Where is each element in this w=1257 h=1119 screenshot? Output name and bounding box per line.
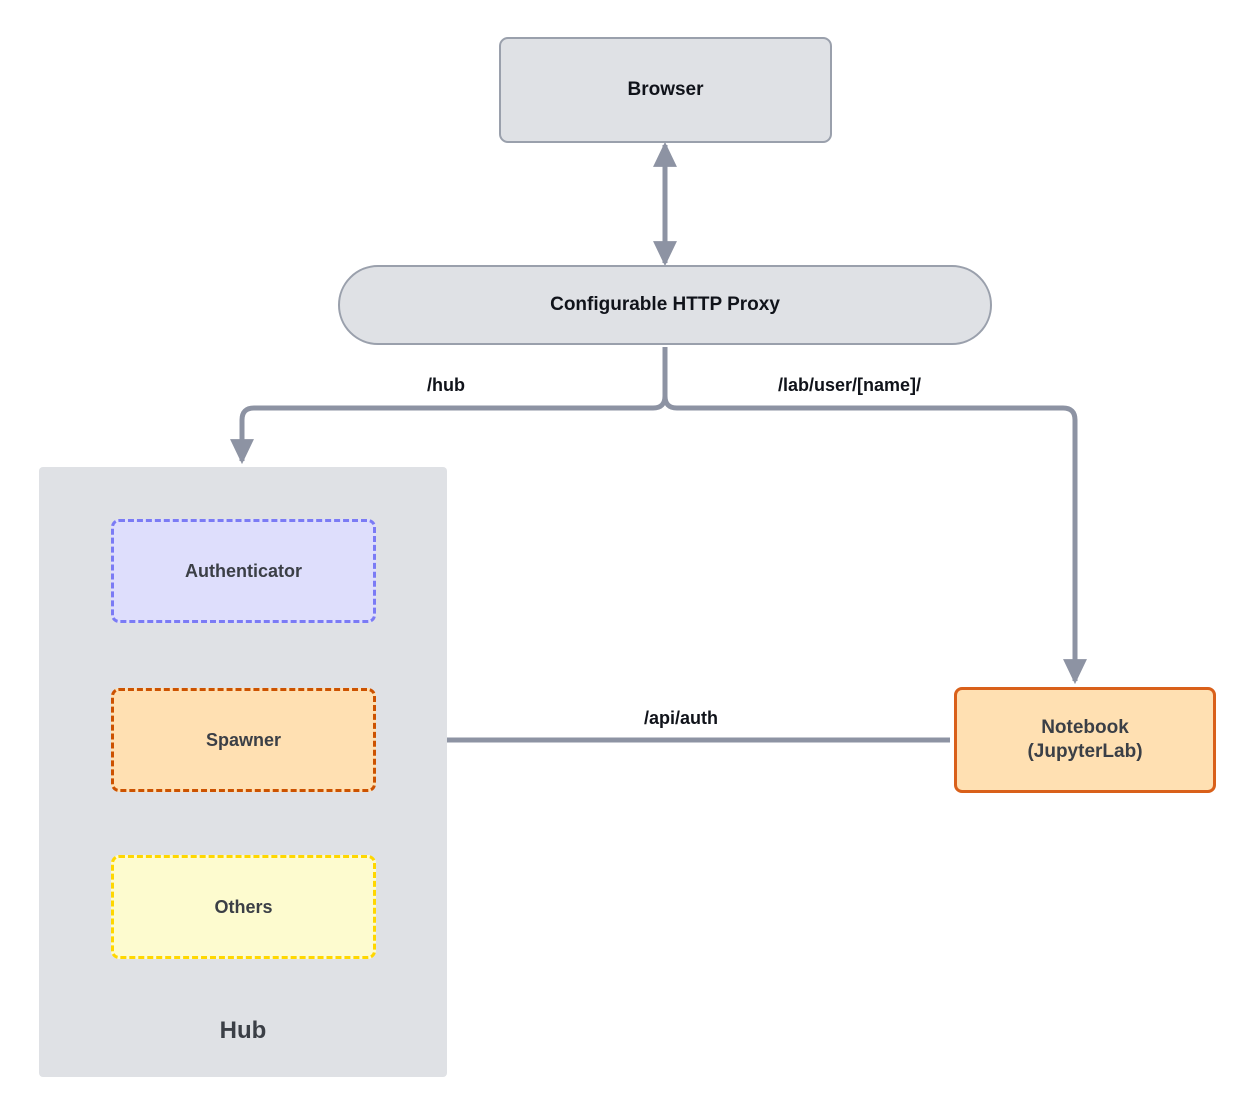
- node-proxy-label: Configurable HTTP Proxy: [550, 294, 780, 316]
- edge-proxy-notebook: [662, 347, 1087, 685]
- node-others[interactable]: Others: [111, 855, 376, 959]
- node-spawner-label: Spawner: [205, 729, 282, 750]
- edge-label-hub-path: /hub: [427, 375, 465, 395]
- node-configurable-http-proxy[interactable]: Configurable HTTP Proxy: [338, 265, 992, 345]
- edge-label-api-auth: /api/auth: [644, 708, 719, 728]
- node-others-label: Others: [214, 896, 273, 917]
- node-browser[interactable]: Browser: [499, 37, 832, 143]
- node-spawner[interactable]: Spawner: [111, 688, 376, 792]
- node-authenticator-label: Authenticator: [185, 560, 302, 581]
- node-browser-label: Browser: [627, 79, 704, 101]
- node-authenticator[interactable]: Authenticator: [111, 519, 376, 623]
- edge-proxy-hub: [230, 347, 668, 465]
- node-notebook-label: Notebook (JupyterLab): [1027, 717, 1143, 762]
- node-hub-label: Hub: [219, 1017, 267, 1044]
- node-notebook-jupyterlab[interactable]: Notebook (JupyterLab): [954, 687, 1216, 793]
- edge-label-lab-user-path: /lab/user/[name]/: [778, 375, 922, 395]
